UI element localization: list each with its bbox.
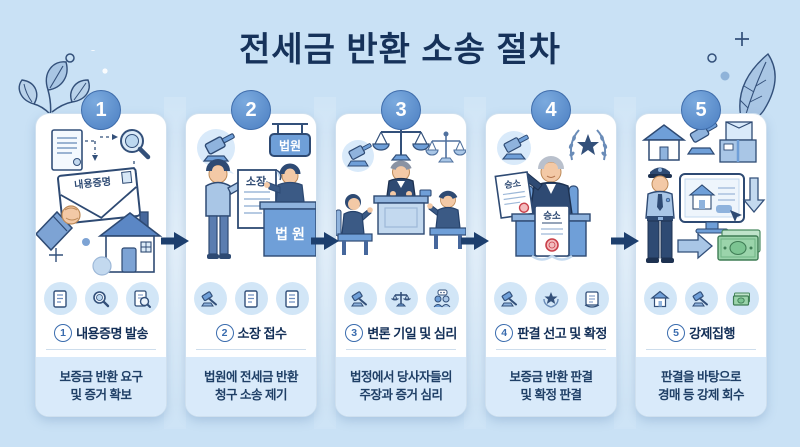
desc-line: 청구 소송 제기 [215, 387, 287, 402]
win-certificate-label: 승소 [543, 210, 561, 222]
circled-number: 2 [215, 323, 234, 342]
step-1-icons [36, 282, 166, 315]
plus-sparkle-icon [707, 32, 749, 81]
document-icon [43, 282, 77, 315]
step-5-illustration [636, 114, 766, 282]
court-desk-label: 법 원 [275, 226, 305, 242]
flow-arrow-icon [161, 232, 189, 250]
desc-line: 보증금 반환 요구 [59, 370, 143, 384]
desc-line: 판결을 바탕으로 [661, 370, 741, 384]
gavel-icon [684, 282, 718, 315]
step-4-icons [486, 282, 616, 315]
step-card-3: 3 [335, 90, 467, 417]
steps-row: 1 [35, 90, 767, 429]
court-sign-label: 법원 [279, 138, 301, 153]
step-1-description: 보증금 반환 요구 및 증거 확보 [36, 357, 166, 416]
circled-number: 1 [54, 323, 73, 342]
step-5-title: 5 강제집행 [636, 323, 766, 342]
divider [646, 349, 756, 350]
desc-line: 법정에서 당사자들의 [350, 370, 452, 384]
step-4-description: 보증금 반환 판결 및 확정 판결 [486, 357, 616, 416]
step-number-badge: 5 [681, 90, 721, 130]
gavel-icon [343, 282, 377, 315]
gavel-icon [493, 282, 527, 315]
complaint-doc-label: 소장 [246, 174, 266, 188]
flow-arrow-icon [611, 232, 639, 250]
gavel-icon [193, 282, 227, 315]
gap-stripe [464, 97, 486, 429]
document-icon [275, 282, 309, 315]
document-magnifier-icon [125, 282, 159, 315]
flow-arrow-icon [311, 232, 339, 250]
scales-icon [384, 282, 418, 315]
scroll-icon [575, 282, 609, 315]
circled-number: 5 [667, 323, 686, 342]
step-number-badge: 1 [81, 90, 121, 130]
step-3-description: 법정에서 당사자들의 주장과 증거 심리 [336, 357, 466, 416]
step-card-2: 2 법원 [185, 90, 317, 417]
step-title-text: 소장 접수 [237, 326, 287, 341]
circled-number: 3 [345, 323, 364, 342]
step-title-text: 판결 선고 및 확정 [517, 326, 607, 341]
step-2-description: 법원에 전세금 반환 청구 소송 제기 [186, 357, 316, 416]
desc-line: 주장과 증거 심리 [359, 387, 443, 402]
divider [196, 349, 306, 350]
win-certificate-label: 승소 [504, 178, 523, 190]
gap-stripe [314, 97, 336, 429]
envelope-label: 내용증명 [74, 175, 112, 192]
step-number-badge: 4 [531, 90, 571, 130]
step-number-badge: 3 [381, 90, 421, 130]
document-icon [234, 282, 268, 315]
page-title: 전세금 반환 소송 절차 [239, 31, 561, 69]
desc-line: 및 확정 판결 [520, 387, 582, 402]
dot-sparkle-icon [65, 50, 108, 74]
step-title-text: 내용증명 발송 [76, 326, 148, 341]
laurel-star-icon [534, 282, 568, 315]
house-icon [643, 282, 677, 315]
people-chat-icon [425, 282, 459, 315]
divider [496, 349, 606, 350]
step-5-icons [636, 282, 766, 315]
step-2-illustration: 법원 소장 [186, 114, 316, 282]
step-3-icons [336, 282, 466, 315]
plant-leaves-icon [18, 61, 90, 120]
desc-line: 및 증거 확보 [70, 387, 132, 402]
flow-arrow-icon [461, 232, 489, 250]
step-2-icons [186, 282, 316, 315]
desc-line: 경매 등 강제 회수 [658, 387, 744, 402]
step-title-text: 강제집행 [689, 326, 735, 341]
step-1-illustration: 내용증명 [36, 114, 166, 282]
desc-line: 보증금 반환 판결 [509, 370, 593, 384]
gap-stripe [164, 97, 186, 429]
step-title-text: 변론 기일 및 심리 [367, 326, 457, 341]
divider [346, 349, 456, 350]
step-1-title: 1 내용증명 발송 [36, 323, 166, 342]
gap-stripe [614, 97, 636, 429]
step-5-description: 판결을 바탕으로 경매 등 강제 회수 [636, 357, 766, 416]
step-4-illustration: 승소 승소 [486, 114, 616, 282]
step-card-1: 1 [35, 90, 167, 417]
desc-line: 법원에 전세금 반환 [204, 370, 298, 384]
money-icon [725, 282, 759, 315]
step-3-title: 3 변론 기일 및 심리 [336, 323, 466, 342]
step-3-illustration [336, 114, 466, 282]
step-number-badge: 2 [231, 90, 271, 130]
circled-number: 4 [495, 323, 514, 342]
step-card-4: 4 [485, 90, 617, 417]
step-2-title: 2 소장 접수 [186, 323, 316, 342]
magnifier-icon [84, 282, 118, 315]
divider [46, 349, 156, 350]
step-4-title: 4 판결 선고 및 확정 [486, 323, 616, 342]
step-card-5: 5 [635, 90, 767, 417]
